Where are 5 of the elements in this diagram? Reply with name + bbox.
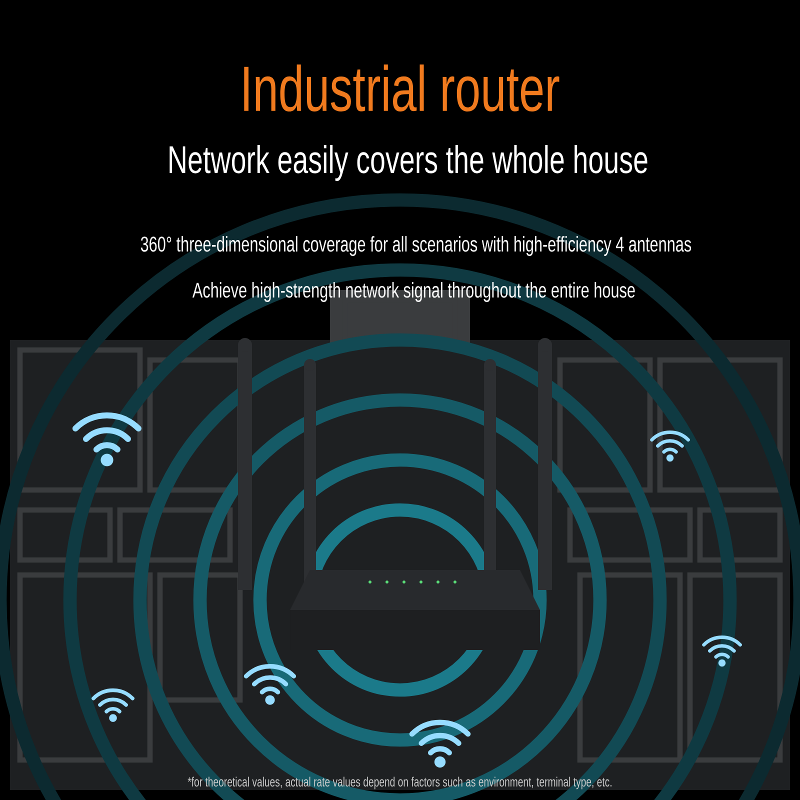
subtitle: Network easily covers the whole house <box>170 144 648 182</box>
description-text: 360° three-dimensional coverage for all scenarios with high-efficiency 4 antennas <box>140 236 692 256</box>
title: Industrial router <box>244 64 560 112</box>
description-text: Achieve high-strength network signal throughout the entire house <box>192 282 635 302</box>
footnote: *for theoretical values, actual rate values depend on factors such as environment, terminal type, etc. <box>188 776 612 790</box>
